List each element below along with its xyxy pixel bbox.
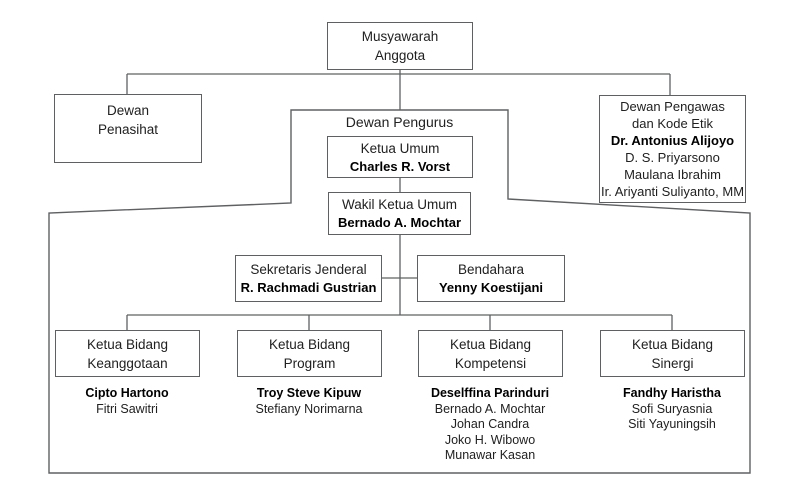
division-member-name: Johan Candra [450, 417, 530, 431]
bendahara-name: Yenny Koestijani [438, 280, 544, 295]
ketua-bidang-program-box: Ketua Bidang Program [237, 330, 382, 377]
division-member-name: Sofi Suryasnia [631, 401, 713, 416]
dewan-penasihat-box: Dewan Penasihat [54, 94, 202, 163]
sekretaris-jenderal-box: Sekretaris Jenderal R. Rachmadi Gustrian [235, 255, 382, 302]
dewan-pengawas-label: Dewan Pengawas dan Kode Etik [620, 99, 725, 131]
wakil-ketua-umum-name: Bernado A. Mochtar [337, 215, 462, 230]
ketua-bidang-sinergi-title: Ketua Bidang Sinergi [631, 336, 714, 371]
division-member-name: Fitri Sawitri [96, 401, 158, 416]
division-member-name: Bernado A. Mochtar [434, 401, 546, 416]
ketua-umum-name: Charles R. Vorst [349, 158, 451, 174]
division-lead-name: Troy Steve Kipuw [256, 386, 362, 400]
wakil-ketua-umum-box: Wakil Ketua Umum Bernado A. Mochtar [328, 192, 471, 235]
division-member-name: Munawar Kasan [444, 448, 536, 462]
ketua-bidang-kompetensi-title: Ketua Bidang Kompetensi [449, 336, 532, 371]
ketua-bidang-keanggotaan-title: Ketua Bidang Keanggotaan [86, 336, 169, 371]
ketua-umum-box: Ketua Umum Charles R. Vorst [327, 136, 473, 178]
ketua-bidang-kompetensi-box: Ketua Bidang Kompetensi [418, 330, 563, 377]
sekretaris-jenderal-title: Sekretaris Jenderal [250, 262, 367, 277]
division-member-name: Siti Yayuningsih [628, 417, 716, 431]
musyawarah-anggota-box: Musyawarah Anggota [327, 22, 473, 70]
sinergi-members: Fandhy Haristha Sofi Suryasnia Siti Yayu… [582, 386, 762, 433]
ketua-umum-title: Ketua Umum [360, 140, 440, 156]
division-member-name: Stefiany Norimarna [255, 401, 363, 416]
division-member-name: Joko H. Wibowo [444, 432, 536, 447]
dewan-pengawas-member: Ir. Ariyanti Suliyanto, MM [600, 184, 745, 199]
bendahara-box: Bendahara Yenny Koestijani [417, 255, 565, 302]
dewan-pengawas-box: Dewan Pengawas dan Kode Etik Dr. Antoniu… [599, 95, 746, 203]
dewan-pengawas-member: D. S. Priyarsono [625, 150, 720, 165]
kompetensi-members: Deselffina Parinduri Bernado A. Mochtar … [400, 386, 580, 464]
dewan-pengawas-chair: Dr. Antonius Alijoyo [610, 133, 735, 148]
division-lead-name: Deselffina Parinduri [430, 386, 550, 400]
dewan-pengurus-container-outline [48, 109, 751, 474]
division-lead-name: Cipto Hartono [85, 386, 169, 400]
musyawarah-anggota-label: Musyawarah Anggota [361, 29, 439, 63]
division-lead-name: Fandhy Haristha [623, 386, 721, 400]
sekretaris-jenderal-name: R. Rachmadi Gustrian [240, 280, 377, 295]
ketua-bidang-sinergi-box: Ketua Bidang Sinergi [600, 330, 745, 377]
bendahara-title: Bendahara [457, 262, 525, 277]
keanggotaan-members: Cipto Hartono Fitri Sawitri [37, 386, 217, 417]
dewan-penasihat-label: Dewan Penasihat [97, 103, 159, 137]
program-members: Troy Steve Kipuw Stefiany Norimarna [219, 386, 399, 417]
ketua-bidang-keanggotaan-box: Ketua Bidang Keanggotaan [55, 330, 200, 377]
wakil-ketua-umum-title: Wakil Ketua Umum [341, 197, 458, 212]
dewan-pengurus-label: Dewan Pengurus [345, 114, 454, 130]
ketua-bidang-program-title: Ketua Bidang Program [268, 336, 351, 371]
dewan-pengawas-member: Maulana Ibrahim [624, 167, 721, 182]
